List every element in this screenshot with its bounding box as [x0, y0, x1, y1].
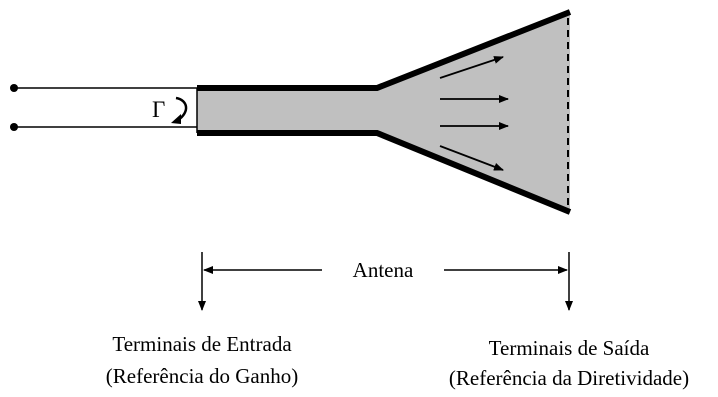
radiation-arrow-1	[439, 56, 504, 79]
output-terminals-subtitle: (Referência da Diretividade)	[448, 366, 690, 390]
input-terminals-label: Terminais de Entrada	[112, 332, 292, 356]
input-terminals-subtitle: (Referência do Ganho)	[105, 364, 299, 388]
horn-upper-wall	[197, 9, 572, 91]
terminal-dot-bottom	[10, 123, 18, 131]
terminal-dot-top	[10, 84, 18, 92]
reflection-arrow	[175, 96, 188, 122]
horn-body	[197, 12, 570, 212]
radiation-arrow-4	[439, 145, 504, 171]
horn-lower-wall	[197, 130, 572, 215]
output-terminals-label: Terminais de Saída	[488, 336, 650, 360]
reflection-arrowhead	[171, 114, 181, 124]
gamma-symbol: Γ	[152, 97, 166, 122]
antenna-label: Antena	[352, 258, 414, 282]
